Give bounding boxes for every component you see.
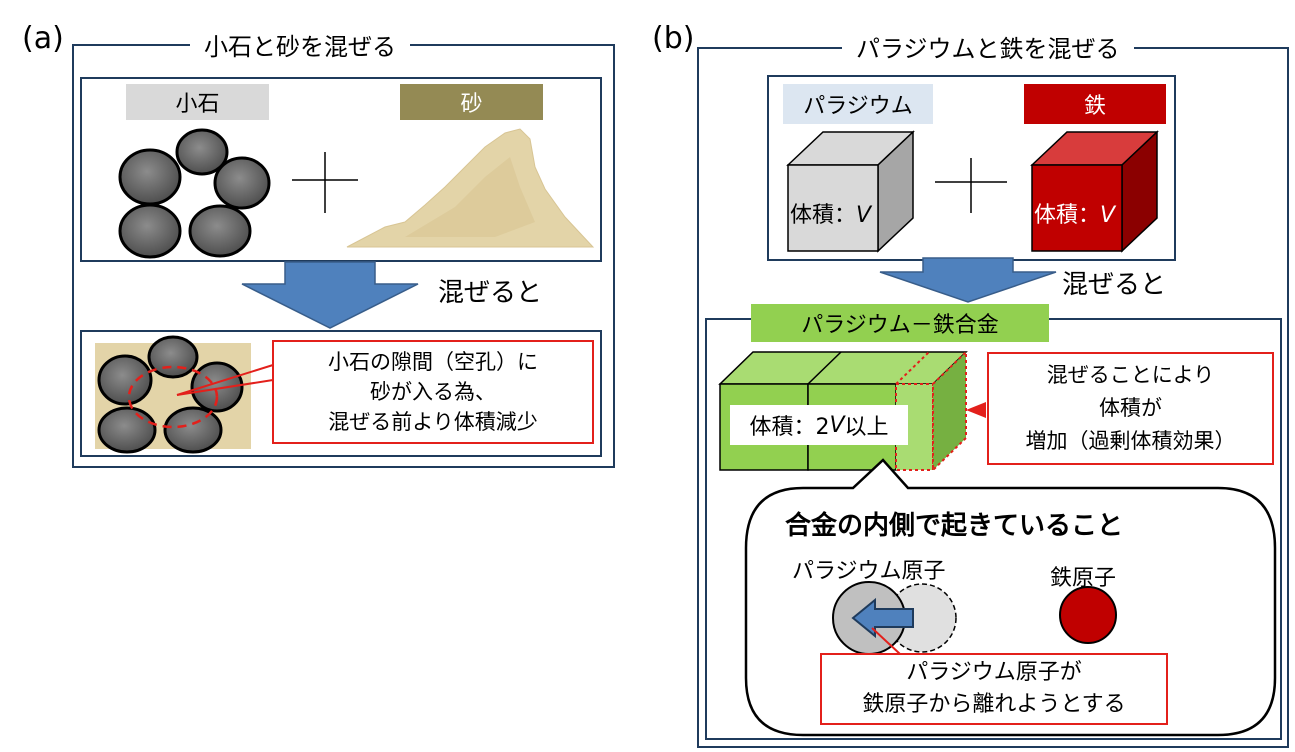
note-line: 小石の隙間（空孔）に xyxy=(328,350,538,374)
mix-text-b: 混ぜると xyxy=(1062,270,1167,300)
iron-volume-label: 体積：V xyxy=(1034,197,1115,229)
pebble xyxy=(175,128,229,176)
plus-sign xyxy=(292,152,358,213)
alloy-volume-prefix: 体積：2 xyxy=(749,415,830,440)
shift-arrow-icon xyxy=(851,597,914,639)
note-line: 体積が xyxy=(1099,396,1162,420)
note-line: 鉄原子から離れようとする xyxy=(862,692,1126,717)
panel-b-title: パラジウムと鉄を混ぜる xyxy=(842,35,1134,63)
iron-label: 鉄 xyxy=(1024,84,1166,124)
volume-prefix: 体積： xyxy=(790,203,857,228)
note-line: 砂が入る為、 xyxy=(370,380,496,404)
excess-volume-note: 混ぜることにより 体積が 増加（過剰体積効果） xyxy=(987,352,1274,465)
pebbles-label: 小石 xyxy=(126,84,269,120)
note-line: 増加（過剰体積効果） xyxy=(1025,429,1236,453)
inside-title: 合金の内側で起きていること xyxy=(785,511,1124,541)
atoms-illustration xyxy=(832,581,1117,655)
plus-sign xyxy=(935,158,1007,213)
panel-a-materials-box xyxy=(80,77,602,262)
palladium-cube xyxy=(786,130,915,253)
pebble xyxy=(97,406,157,454)
palladium-volume-label: 体積：V xyxy=(790,197,871,229)
note-line: 混ぜることにより xyxy=(1046,363,1215,387)
pebble xyxy=(118,203,182,259)
palladium-label: パラジウム xyxy=(783,84,933,124)
volume-symbol: V xyxy=(1100,203,1116,228)
mix-arrow-b xyxy=(879,257,1057,303)
pebble xyxy=(147,335,199,379)
pebble xyxy=(163,406,223,454)
alloy-volume-symbol: V xyxy=(829,412,845,438)
mixed-pebbles-sand-illustration xyxy=(95,335,274,454)
sand-label: 砂 xyxy=(400,84,543,120)
pd-atom-label: パラジウム原子 xyxy=(792,559,946,584)
pore-highlight xyxy=(127,365,219,429)
atom-note-pointer xyxy=(871,627,901,655)
atom-note: パラジウム原子が 鉄原子から離れようとする xyxy=(820,653,1168,725)
pebble xyxy=(97,354,153,406)
volume-symbol: V xyxy=(856,203,872,228)
pebble xyxy=(190,361,244,413)
panel-b-letter: (b) xyxy=(652,21,695,56)
iron-cube xyxy=(1030,130,1159,253)
fe-atom xyxy=(1059,586,1117,644)
mix-arrow-a xyxy=(241,261,419,329)
volume-prefix: 体積： xyxy=(1034,203,1101,228)
pebble xyxy=(188,204,252,258)
alloy-volume-suffix: 以上 xyxy=(844,415,889,440)
pebble xyxy=(213,156,271,210)
mix-text-a: 混ぜると xyxy=(438,278,543,308)
panel-a-title: 小石と砂を混ぜる xyxy=(190,33,410,61)
note-line: パラジウム原子が xyxy=(906,660,1082,685)
note-line: 混ぜる前より体積減少 xyxy=(328,410,538,434)
panel-a-note: 小石の隙間（空孔）に 砂が入る為、 混ぜる前より体積減少 xyxy=(272,340,594,444)
alloy-label: パラジウム－鉄合金 xyxy=(751,304,1049,342)
pebble xyxy=(118,148,182,206)
sand-pile-illustration xyxy=(346,128,595,248)
pebbles-illustration xyxy=(118,128,271,259)
panel-a-result-box xyxy=(80,330,602,457)
panel-a-letter: (a) xyxy=(22,21,64,56)
